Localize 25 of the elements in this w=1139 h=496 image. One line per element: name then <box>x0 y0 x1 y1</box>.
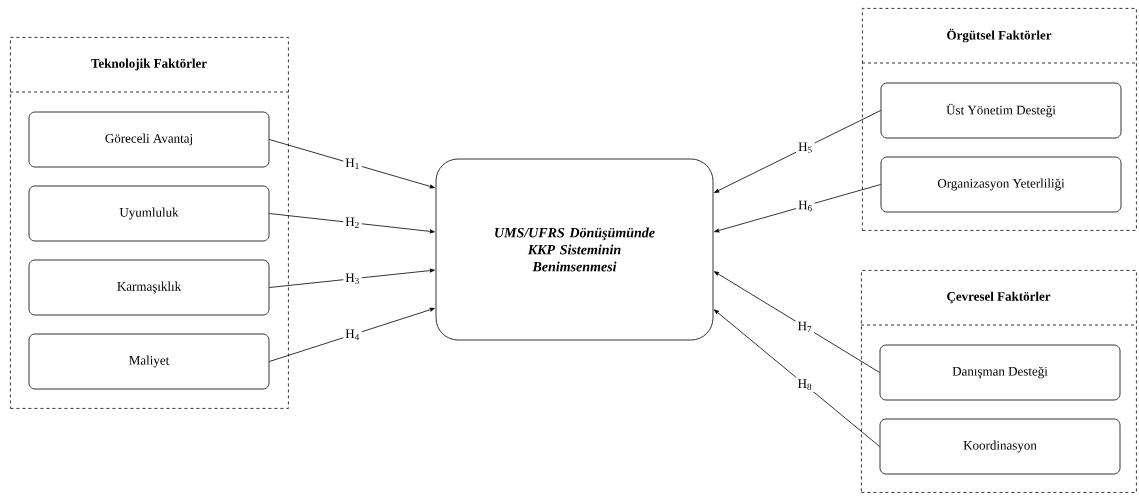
factor-box: Göreceli Avantaj <box>28 111 270 168</box>
arrow <box>269 213 435 234</box>
arrow <box>714 184 881 233</box>
edge-label: H$_{6}$ <box>796 198 815 214</box>
factor-box: Koordinasyon <box>879 418 1121 475</box>
factor-box: Uyumluluk <box>28 185 270 242</box>
edge-label: H$_{7}$ <box>795 319 815 334</box>
edge-label: H$_{2}$ <box>343 215 362 230</box>
arrow <box>269 139 435 189</box>
arrow <box>269 268 435 288</box>
factor-box: Danışman Desteği <box>879 344 1121 401</box>
outcome-box: UMS/UFRS Dönüşümünde KKP Sisteminin Benimsenmesi <box>435 158 714 341</box>
edge-label: H$_{4}$ <box>343 327 362 342</box>
edge-label: H$_{1}$ <box>343 156 362 171</box>
edge-label: H$_{5}$ <box>796 140 815 155</box>
edge-label: H$_{3}$ <box>343 271 362 286</box>
arrow <box>714 110 881 193</box>
factor-box: Organizasyon Yeterliliği <box>880 156 1122 213</box>
arrow <box>713 309 880 447</box>
arrow <box>269 307 435 362</box>
factor-box: Maliyet <box>28 333 270 390</box>
edge-label: H$_{8}$ <box>795 377 815 392</box>
arrow <box>714 271 880 373</box>
factor-box: Üst Yönetim Desteği <box>880 82 1122 139</box>
factor-box: Karmaşıklık <box>28 259 270 316</box>
